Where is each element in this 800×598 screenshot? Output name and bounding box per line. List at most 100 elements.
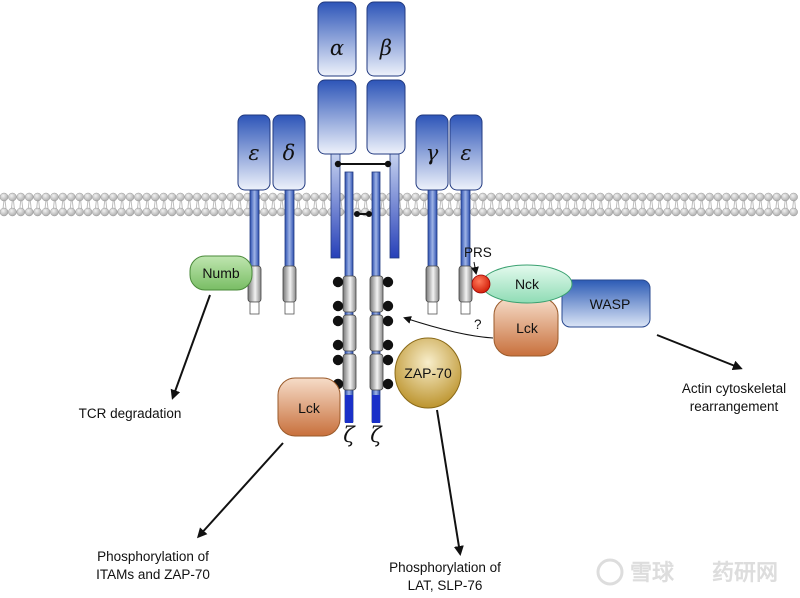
lipid-tail xyxy=(710,199,713,210)
lipid-tail xyxy=(483,199,486,210)
lipid-head xyxy=(302,192,311,202)
lipid-tail xyxy=(775,199,778,210)
numb-to-degradation-arrow xyxy=(170,294,211,400)
wasp-label: WASP xyxy=(590,296,631,312)
lipid-head xyxy=(150,207,160,217)
lipid-head xyxy=(192,192,202,202)
lipid-tail xyxy=(237,199,240,210)
lipid-tail xyxy=(170,199,173,210)
lck-top-label: Lck xyxy=(516,320,539,336)
lipid-tail xyxy=(130,199,133,210)
lipid-head xyxy=(83,207,93,217)
lipid-head xyxy=(621,192,630,202)
lipid-head xyxy=(537,192,546,202)
lipid-head xyxy=(646,207,656,217)
lipid-head xyxy=(654,207,664,217)
lipid-head xyxy=(562,207,572,217)
itam-tail xyxy=(249,301,260,315)
lipid-tail xyxy=(264,199,267,210)
lipid-head xyxy=(8,207,17,217)
lipid-head xyxy=(705,192,714,202)
lipid-tail xyxy=(584,199,587,210)
lipid-head xyxy=(722,192,731,202)
itam-tail xyxy=(460,301,471,315)
lipid-tail xyxy=(340,199,343,210)
lipid-head xyxy=(411,207,420,217)
lipid-tail xyxy=(220,199,223,210)
lipid-head xyxy=(41,192,51,202)
lipid-head xyxy=(444,207,454,217)
lipid-head xyxy=(58,207,68,217)
epsilon-left-label: ε xyxy=(248,141,259,165)
lipid-tail xyxy=(313,199,316,210)
lipid-tail xyxy=(598,199,601,210)
lipid-head xyxy=(696,207,706,217)
lipid-head xyxy=(604,207,614,217)
nck-protein: Nck xyxy=(481,264,573,304)
lipid-head xyxy=(419,207,429,217)
lipid-tail xyxy=(567,199,570,210)
lipid-tail xyxy=(206,199,209,210)
lipid-tail xyxy=(281,199,284,210)
lipid-tail xyxy=(407,199,410,210)
lipid-head xyxy=(520,192,530,202)
lipid-head xyxy=(108,207,118,217)
phosphate-dot xyxy=(382,300,394,312)
lipid-head xyxy=(268,192,278,202)
lipid-head xyxy=(150,192,160,202)
lipid-head xyxy=(789,192,798,202)
lipid-head xyxy=(436,207,446,217)
lipid-tail xyxy=(239,199,242,210)
lipid-head xyxy=(24,192,34,202)
lipid-tail xyxy=(760,199,763,210)
lipid-tail xyxy=(659,199,662,210)
lipid-tail xyxy=(422,199,425,210)
alpha-beta-disulfide-bond xyxy=(334,160,392,168)
lipid-tail xyxy=(19,199,22,210)
lipid-head xyxy=(24,207,34,217)
lipid-tail xyxy=(61,199,64,210)
lipid-tail xyxy=(565,199,568,210)
lipid-tail xyxy=(103,199,106,210)
lipid-head xyxy=(520,207,530,217)
lipid-tail xyxy=(172,199,175,210)
lipid-head xyxy=(134,192,143,202)
lck-to-itam-arrow xyxy=(196,442,284,539)
lipid-head xyxy=(780,207,790,217)
itam-tail xyxy=(427,301,438,315)
lipid-head xyxy=(722,207,731,217)
lipid-head xyxy=(201,207,210,217)
lipid-tail xyxy=(785,199,788,210)
tcr-degradation-text: TCR degradation xyxy=(79,406,182,421)
lipid-tail xyxy=(726,199,729,210)
lipid-head xyxy=(495,207,504,217)
lipid-head xyxy=(688,192,698,202)
lipid-head xyxy=(570,207,580,217)
lipid-head xyxy=(587,207,597,217)
lipid-tail xyxy=(399,199,402,210)
lipid-head xyxy=(738,192,748,202)
lipid-tail xyxy=(21,199,24,210)
lipid-head xyxy=(276,192,286,202)
lipid-tail xyxy=(481,199,484,210)
lipid-tail xyxy=(640,199,643,210)
lipid-tail xyxy=(229,199,232,210)
lipid-head xyxy=(587,192,597,202)
lipid-head xyxy=(638,192,647,202)
cd3-delta-tail xyxy=(284,187,295,269)
lipid-tail xyxy=(783,199,786,210)
itam-motif xyxy=(282,265,297,303)
lipid-head xyxy=(764,207,773,217)
lipid-tail xyxy=(111,199,114,210)
lipid-tail xyxy=(550,199,553,210)
phosphate-dot xyxy=(382,378,394,390)
lipid-tail xyxy=(113,199,116,210)
prs-arrow xyxy=(470,261,479,275)
lipid-tail xyxy=(724,199,727,210)
phosphate-dot xyxy=(332,315,344,327)
lipid-tail xyxy=(323,199,326,210)
lipid-tail xyxy=(514,199,517,210)
tcr-beta-tail xyxy=(389,151,400,259)
lipid-tail xyxy=(458,199,461,210)
